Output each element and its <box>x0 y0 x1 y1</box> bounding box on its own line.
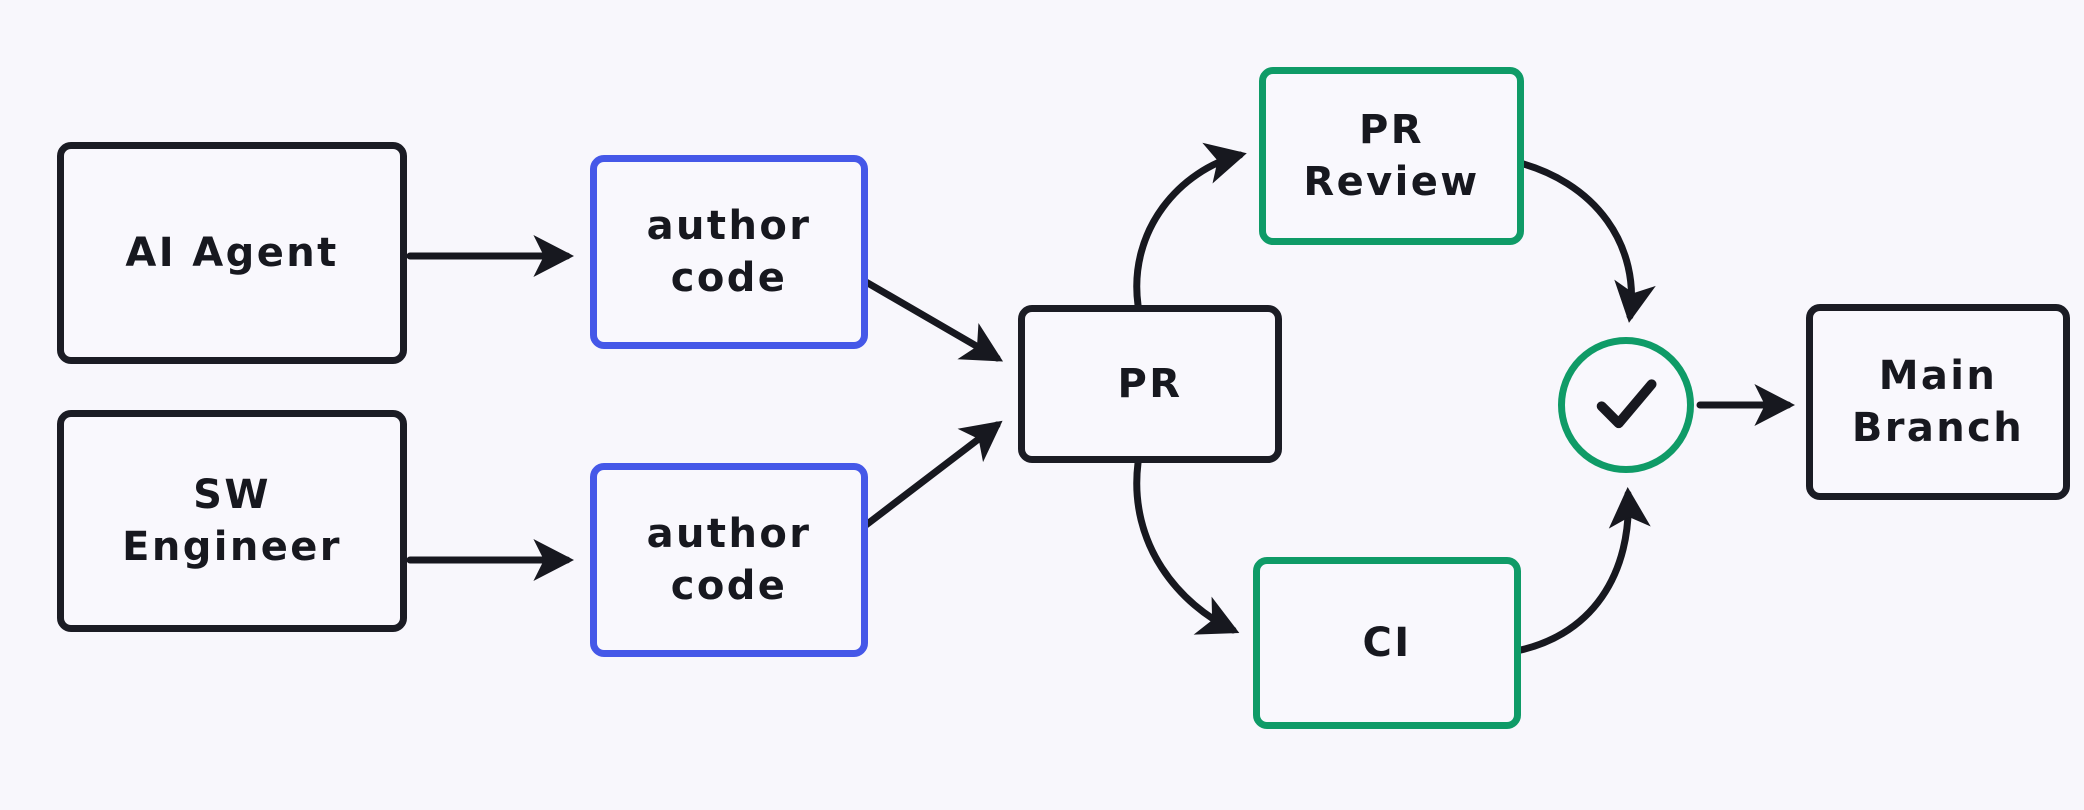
node-label-pr: PR <box>1117 361 1183 407</box>
node-approval-check[interactable] <box>1558 337 1694 473</box>
node-label-sw-engineer: SW Engineer <box>122 472 342 570</box>
edge-author-code-engineer-to-pr <box>862 420 1003 529</box>
node-label-ci: CI <box>1362 620 1412 666</box>
node-ci[interactable]: CI <box>1253 557 1521 729</box>
edge-author-code-agent-to-pr <box>862 278 1004 362</box>
edge-ci-to-check <box>1501 487 1651 657</box>
edge-pr-to-ci <box>1133 459 1240 635</box>
node-author-code-engineer[interactable]: author code <box>590 463 868 657</box>
node-label-author-code-engineer: author code <box>646 511 812 609</box>
check-icon <box>1596 379 1657 429</box>
edge-pr-to-pr-review <box>1133 142 1247 309</box>
edge-pr-review-to-check <box>1504 156 1656 323</box>
node-main-branch[interactable]: Main Branch <box>1806 304 2070 500</box>
node-sw-engineer[interactable]: SW Engineer <box>57 410 407 632</box>
node-ai-agent[interactable]: AI Agent <box>57 142 407 364</box>
node-pr[interactable]: PR <box>1018 305 1282 463</box>
node-label-ai-agent: AI Agent <box>125 230 339 276</box>
node-label-main-branch: Main Branch <box>1851 353 2025 451</box>
node-label-pr-review: PR Review <box>1303 107 1480 205</box>
node-label-author-code-agent: author code <box>646 203 812 301</box>
node-author-code-agent[interactable]: author code <box>590 155 868 349</box>
node-pr-review[interactable]: PR Review <box>1259 67 1524 245</box>
